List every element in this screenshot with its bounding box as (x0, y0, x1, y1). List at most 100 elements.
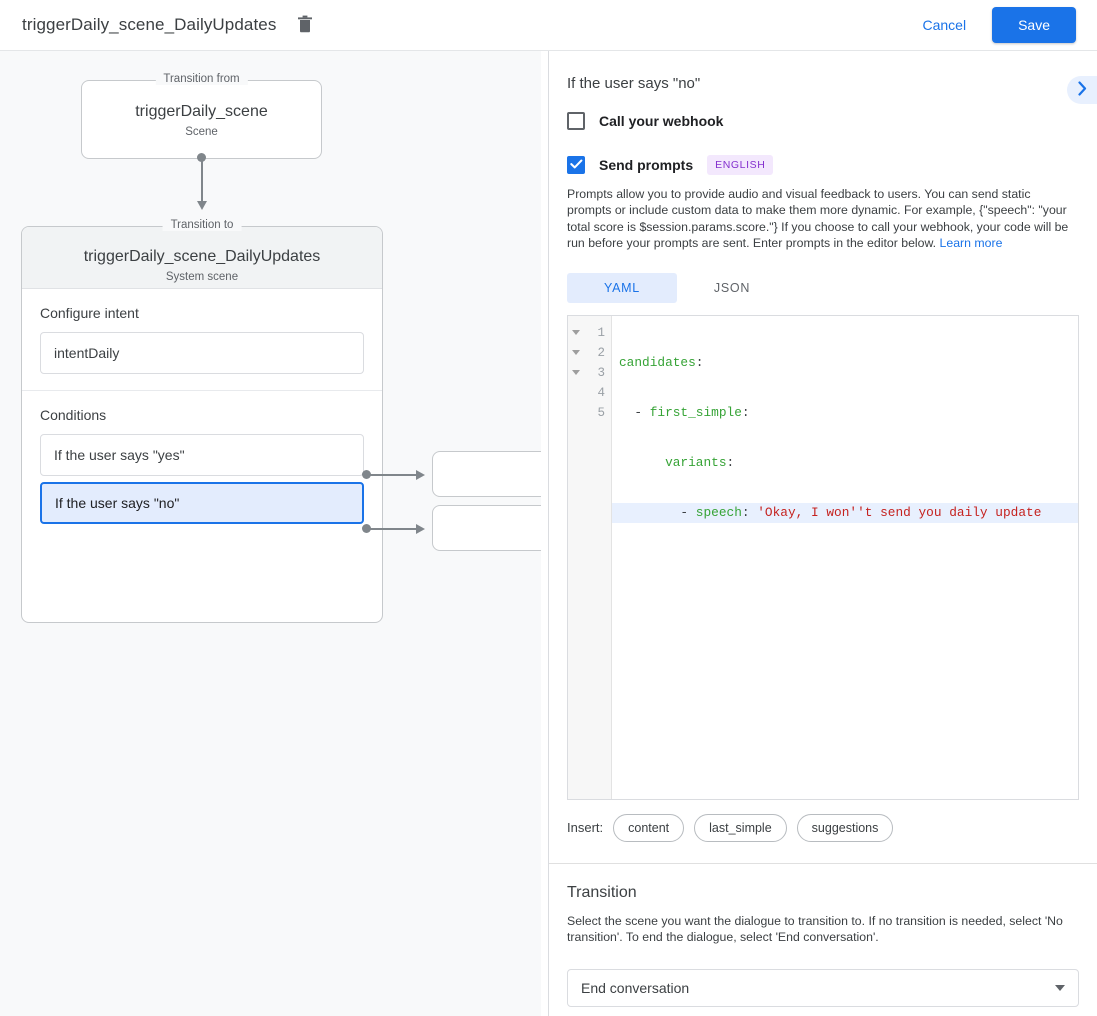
conditions-label: Conditions (40, 407, 107, 423)
condition-yes-outport (362, 470, 371, 479)
canvas-gutter (541, 51, 548, 1016)
gutter-row: 1 (568, 323, 611, 343)
conditions-list: If the user says "yes" If the user says … (40, 434, 364, 524)
condition-no-outport (362, 524, 371, 533)
editor-gutter: 1 2 3 4 5 (568, 315, 612, 799)
prompts-description-text: Prompts allow you to provide audio and v… (567, 187, 1069, 251)
configure-intent-section: Configure intent intentDaily (22, 289, 382, 390)
prompts-description: Prompts allow you to provide audio and v… (567, 186, 1078, 252)
gutter-row: 4 (568, 383, 611, 403)
code-punct: : (726, 454, 735, 470)
transition-from-subtitle: Scene (185, 126, 218, 138)
send-prompts-checkbox[interactable] (567, 156, 585, 174)
condition-item-yes[interactable]: If the user says "yes" (40, 434, 364, 476)
line-number: 4 (597, 385, 605, 400)
send-prompts-row[interactable]: Send prompts ENGLISH (567, 155, 1078, 175)
code-indent: - (619, 504, 696, 520)
panel-divider (548, 51, 549, 1016)
insert-label: Insert: (567, 820, 604, 836)
connector-line (201, 157, 203, 202)
code-line: candidates: (612, 353, 1078, 373)
scene-graph-canvas[interactable]: Transition from triggerDaily_scene Scene… (0, 51, 541, 1016)
transition-select-value: End conversation (581, 980, 690, 997)
chevron-right-icon (1077, 81, 1088, 99)
checkmark-icon (569, 156, 583, 174)
insert-chip-content[interactable]: content (613, 813, 685, 842)
transition-from-legend: Transition from (155, 73, 248, 85)
call-webhook-label: Call your webhook (599, 113, 724, 129)
transition-select[interactable]: End conversation (567, 969, 1079, 1008)
language-badge: ENGLISH (707, 155, 774, 175)
line-number: 1 (597, 325, 605, 340)
condition-no-edge (370, 528, 418, 530)
tab-yaml[interactable]: YAML (567, 272, 677, 303)
code-key: variants (665, 454, 727, 470)
caret-down-icon (1055, 985, 1065, 992)
transition-to-legend: Transition to (162, 219, 242, 231)
page-title: triggerDaily_scene_DailyUpdates (22, 15, 277, 34)
gutter-row: 5 (568, 403, 611, 423)
code-punct: : (695, 354, 704, 370)
code-indent (619, 455, 665, 470)
line-number: 2 (597, 345, 605, 360)
code-line (612, 553, 1078, 573)
delete-button[interactable] (292, 12, 318, 38)
intent-field[interactable]: intentDaily (40, 332, 364, 374)
details-panel-body: Call your webhook Send prompts ENGLISH P… (549, 112, 1097, 1008)
transition-to-header: triggerDaily_scene_DailyUpdates System s… (22, 227, 382, 289)
top-app-bar: triggerDaily_scene_DailyUpdates Cancel S… (0, 0, 1097, 51)
condition-no-edge-arrow-icon (416, 524, 425, 534)
connector-arrow-icon (197, 201, 207, 210)
line-number: 5 (597, 405, 605, 420)
code-line: - first_simple: (612, 403, 1078, 423)
save-button[interactable]: Save (992, 7, 1076, 43)
cancel-button[interactable]: Cancel (910, 9, 978, 41)
details-panel-header: If the user says "no" (549, 51, 1097, 92)
condition-yes-edge (370, 474, 418, 476)
insert-chip-last-simple[interactable]: last_simple (694, 813, 787, 842)
transition-description: Select the scene you want the dialogue t… (567, 913, 1063, 945)
target-node-yes[interactable] (432, 451, 541, 497)
section-divider (549, 862, 1097, 864)
code-punct: : (741, 504, 758, 520)
details-panel-title: If the user says "no" (567, 75, 701, 92)
insert-chip-suggestions[interactable]: suggestions (796, 813, 894, 842)
transition-to-title: triggerDaily_scene_DailyUpdates (83, 248, 321, 265)
code-line-active: - speech: 'Okay, I won''t send you daily… (612, 502, 1078, 523)
tab-json[interactable]: JSON (677, 273, 787, 303)
code-line: variants: (612, 453, 1078, 473)
fold-triangle-icon[interactable] (572, 350, 580, 356)
editor-format-tabs: YAML JSON (567, 272, 1078, 303)
call-webhook-checkbox[interactable] (567, 112, 585, 130)
target-node-no[interactable] (432, 505, 541, 551)
fold-triangle-icon[interactable] (572, 330, 580, 336)
code-indent: - (619, 404, 650, 420)
transition-to-node[interactable]: Transition to triggerDaily_scene_DailyUp… (21, 219, 383, 623)
code-key: first_simple (649, 404, 742, 420)
transition-section-title: Transition (567, 883, 637, 901)
line-number: 3 (597, 365, 605, 380)
prompt-code-editor[interactable]: 1 2 3 4 5 candidates: - f (567, 314, 1079, 800)
code-punct: : (741, 404, 750, 420)
insert-chips-row: Insert: content last_simple suggestions (567, 813, 1078, 842)
editor-code-area[interactable]: candidates: - first_simple: variants: - … (612, 316, 1078, 799)
conditions-section: Conditions If the user says "yes" If the… (22, 390, 382, 540)
details-panel: If the user says "no" Call your webhook … (549, 51, 1097, 1016)
topbar-actions: Cancel Save (910, 7, 1076, 43)
transition-to-subtitle: System scene (165, 271, 239, 283)
call-webhook-row[interactable]: Call your webhook (567, 112, 1078, 130)
send-prompts-label: Send prompts (599, 157, 694, 173)
transition-from-title: triggerDaily_scene (135, 103, 268, 120)
expand-panel-button[interactable] (1067, 76, 1097, 104)
fold-triangle-icon[interactable] (572, 370, 580, 376)
learn-more-link[interactable]: Learn more (939, 236, 1003, 251)
gutter-row: 3 (568, 363, 611, 383)
code-string: 'Okay, I won''t send you daily update (757, 504, 1042, 520)
code-key: candidates (619, 354, 696, 370)
gutter-row: 2 (568, 343, 611, 363)
configure-intent-label: Configure intent (40, 305, 139, 321)
condition-yes-edge-arrow-icon (416, 470, 425, 480)
transition-from-node[interactable]: Transition from triggerDaily_scene Scene (81, 73, 322, 159)
code-key: speech (695, 504, 742, 520)
condition-item-no[interactable]: If the user says "no" (40, 482, 364, 524)
